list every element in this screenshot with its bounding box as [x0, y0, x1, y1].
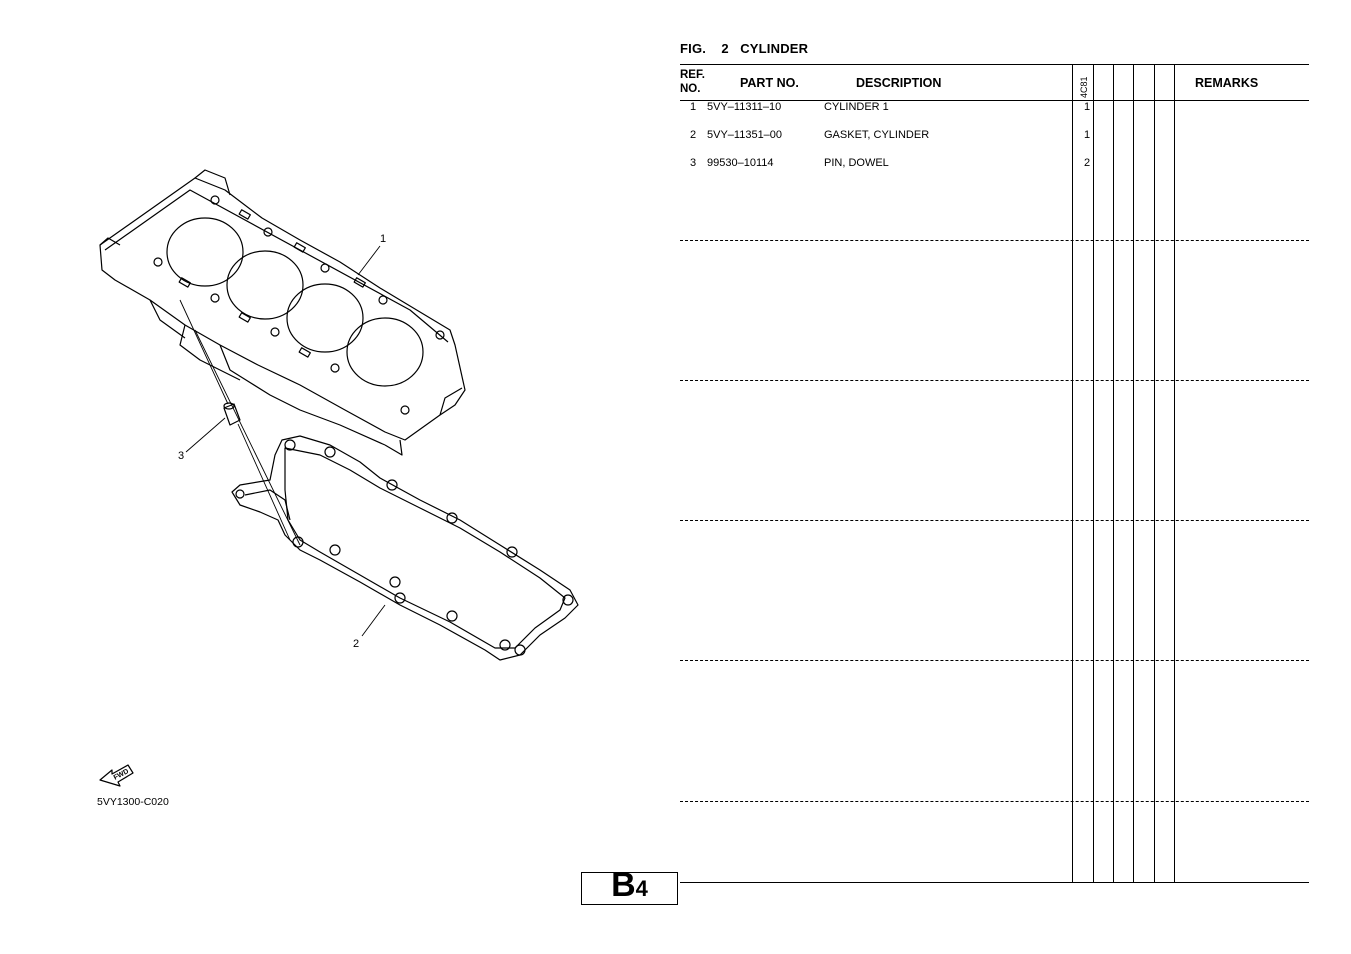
- row-qty: 2: [1084, 157, 1091, 169]
- page-letter: B: [611, 866, 636, 904]
- table-column-divider: [1113, 64, 1114, 882]
- diagram-code: 5VY1300-C020: [97, 796, 169, 808]
- header-ref-no: REF. NO.: [680, 68, 705, 96]
- table-column-divider: [1072, 64, 1073, 882]
- row-group-separator: [680, 380, 1309, 381]
- header-model-code: 4C81: [1079, 76, 1089, 98]
- header-description: DESCRIPTION: [856, 76, 942, 90]
- row-ref: 2: [690, 129, 697, 141]
- row-group-separator: [680, 520, 1309, 521]
- cylinder-exploded-diagram: FWD 1 3 2: [99, 169, 579, 787]
- row-ref: 1: [690, 101, 697, 113]
- row-description: PIN, DOWEL: [824, 157, 889, 169]
- callout-leaders: [185, 245, 386, 637]
- row-qty: 1: [1084, 101, 1091, 113]
- row-part-no: 5VY–11351–00: [707, 129, 783, 141]
- header-part-no: PART NO.: [740, 76, 799, 90]
- table-column-divider: [1174, 64, 1175, 882]
- row-part-no: 5VY–11311–10: [707, 101, 782, 113]
- row-group-separator: [680, 801, 1309, 802]
- figure-title: FIG. 2 CYLINDER: [680, 41, 808, 56]
- row-group-separator: [680, 240, 1309, 241]
- row-description: GASKET, CYLINDER: [824, 129, 930, 141]
- row-ref: 3: [690, 157, 697, 169]
- assembly-lines: [179, 299, 301, 546]
- row-description: CYLINDER 1: [824, 101, 889, 113]
- table-top-rule: [680, 64, 1309, 65]
- row-qty: 1: [1084, 129, 1091, 141]
- dowel-pin-drawing: [223, 402, 241, 426]
- table-bottom-rule: [680, 882, 1309, 883]
- header-remarks: REMARKS: [1195, 76, 1259, 90]
- callout-label: 2: [353, 638, 359, 650]
- header-ref-no-line1: REF.: [680, 69, 705, 81]
- figure-label: FIG.: [680, 41, 707, 56]
- callout-label: 3: [178, 450, 184, 462]
- cylinder-block-drawing: [99, 169, 466, 456]
- table-column-divider: [1133, 64, 1134, 882]
- table-column-divider: [1154, 64, 1155, 882]
- header-ref-no-line2: NO.: [680, 83, 701, 95]
- page-label: B4: [581, 866, 678, 905]
- figure-name: CYLINDER: [740, 41, 809, 56]
- row-part-no: 99530–10114: [707, 157, 774, 169]
- page-label-box: [581, 872, 678, 905]
- table-column-divider: [1093, 64, 1094, 882]
- fwd-arrow-icon: [99, 764, 134, 787]
- cylinder-gasket-drawing: [231, 435, 579, 661]
- callout-label: 1: [380, 233, 386, 245]
- row-group-separator: [680, 660, 1309, 661]
- figure-number: 2: [721, 41, 729, 56]
- page-number: 4: [635, 876, 648, 901]
- table-header-rule: [680, 100, 1309, 101]
